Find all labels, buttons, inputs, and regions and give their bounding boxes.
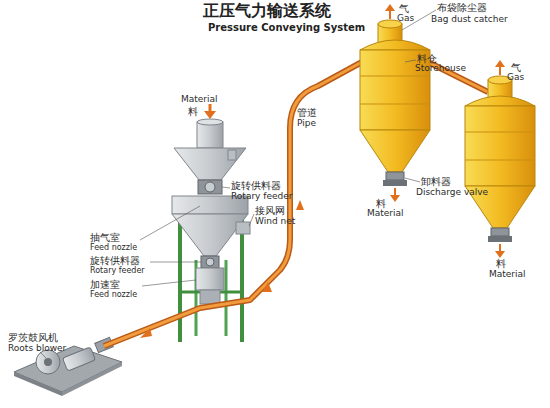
part-label: 布袋除尘器 <box>437 2 487 13</box>
flow-arrows-polygon <box>390 195 400 202</box>
subtitle: Pressure Conveying System <box>208 22 365 33</box>
storehouse-silo-rect <box>465 106 535 186</box>
part-label: Material <box>181 95 218 105</box>
part-label: Feed nozzle <box>90 244 137 253</box>
roots-blower-circle <box>36 350 60 374</box>
storehouse-silo-line <box>465 132 535 133</box>
conveying-pipe-path <box>104 56 373 346</box>
part-label: Material <box>367 209 404 219</box>
flow-arrows-line <box>499 66 501 75</box>
rotary-feeder-unit-circle <box>206 258 214 266</box>
part-label: Storehouse <box>415 64 466 74</box>
part-label: 气 <box>399 3 409 14</box>
part-label: 加速室 <box>90 279 120 290</box>
part-label: Wind net <box>255 217 295 227</box>
part-label: 料 <box>496 258 506 269</box>
part-label: 气 <box>511 62 521 73</box>
storehouse-silo-path <box>360 40 430 50</box>
storehouse-silo <box>465 76 535 242</box>
leader-lines-line <box>150 262 201 263</box>
leader-lines-line <box>140 206 200 240</box>
roots-blower-circle <box>44 358 52 366</box>
rotary-feeder-unit-rect <box>236 222 250 234</box>
rotary-feeder-unit-rect <box>197 122 223 148</box>
part-label: 抽气室 <box>90 232 120 243</box>
part-label: Pipe <box>297 119 316 129</box>
part-label: 料 <box>188 106 198 117</box>
part-label: Rotary feeder <box>90 267 145 276</box>
diagram-title: 正压气力输送系统 <box>203 1 331 22</box>
storehouse-silo <box>360 20 430 186</box>
leader-lines-line <box>405 60 416 62</box>
flow-arrows-line <box>499 244 501 252</box>
part-label: Roots blower <box>8 344 66 354</box>
conveying-pipe-polygon <box>140 328 152 338</box>
storehouse-silo-polygon <box>360 130 430 172</box>
part-label: 料 <box>376 198 386 209</box>
conveying-pipe-polygon <box>296 200 304 210</box>
part-label: Discharge valve <box>416 188 488 198</box>
flow-arrows-polygon <box>204 111 216 119</box>
rotary-feeder-unit-circle <box>205 182 215 192</box>
rotary-feeder-unit-rect <box>228 150 236 160</box>
part-label: 料仓 <box>417 53 437 64</box>
flow-arrows-line <box>394 188 396 196</box>
leader-lines-line <box>405 178 420 182</box>
storehouse-silo-path <box>465 96 535 106</box>
part-label: Gas <box>507 73 524 83</box>
storehouse-silo-line <box>360 104 430 105</box>
roots-blower-polygon <box>14 372 62 396</box>
rotary-feeder-unit-rect <box>201 256 219 268</box>
part-label: Rotary feeder <box>231 192 292 202</box>
flow-arrows-polygon <box>385 4 395 11</box>
storehouse-silo-rect <box>488 236 512 242</box>
part-label: Bag dust catcher <box>431 15 508 25</box>
storehouse-silo-line <box>465 160 535 161</box>
storehouse-silo-rect <box>491 228 509 236</box>
rotary-feeder-unit-ellipse <box>197 119 223 125</box>
part-label: 接风网 <box>255 205 285 216</box>
part-label: Gas <box>397 14 414 24</box>
part-label: 旋转供料器 <box>231 180 281 191</box>
part-label: Material <box>489 270 526 280</box>
rotary-feeder-unit <box>172 119 250 304</box>
rotary-feeder-unit-rect <box>200 290 220 304</box>
rotary-feeder-unit-rect <box>198 180 222 194</box>
flow-arrows <box>204 4 505 258</box>
rotary-feeder-unit-rect <box>196 268 224 290</box>
flow-arrows-polygon <box>495 60 505 67</box>
leader-lines-line <box>249 214 254 226</box>
part-label: 旋转供料器 <box>90 255 140 266</box>
conveying-pipe-path <box>104 56 373 346</box>
part-label: 罗茨鼓风机 <box>8 332 58 343</box>
part-label: 卸料器 <box>421 176 451 187</box>
conveying-pipe-polygon <box>262 282 272 292</box>
feeder-frame-line <box>225 260 228 336</box>
leader-lines-line <box>142 280 196 286</box>
roots-blower-rect <box>62 347 95 371</box>
rotary-feeder-unit-polygon <box>172 214 248 256</box>
leader-lines <box>40 10 436 358</box>
flow-arrows-line <box>389 10 391 19</box>
flow-arrows-line <box>209 104 212 112</box>
storehouse-silo-line <box>360 76 430 77</box>
leader-lines-line <box>222 187 230 188</box>
part-label: Feed nozzle <box>90 291 137 300</box>
storehouse-silo-rect <box>383 180 407 186</box>
part-label: 管道 <box>297 107 317 118</box>
storehouse-silo-rect <box>386 172 404 180</box>
rotary-feeder-unit-polygon <box>174 148 246 180</box>
flow-arrows-polygon <box>495 251 505 258</box>
